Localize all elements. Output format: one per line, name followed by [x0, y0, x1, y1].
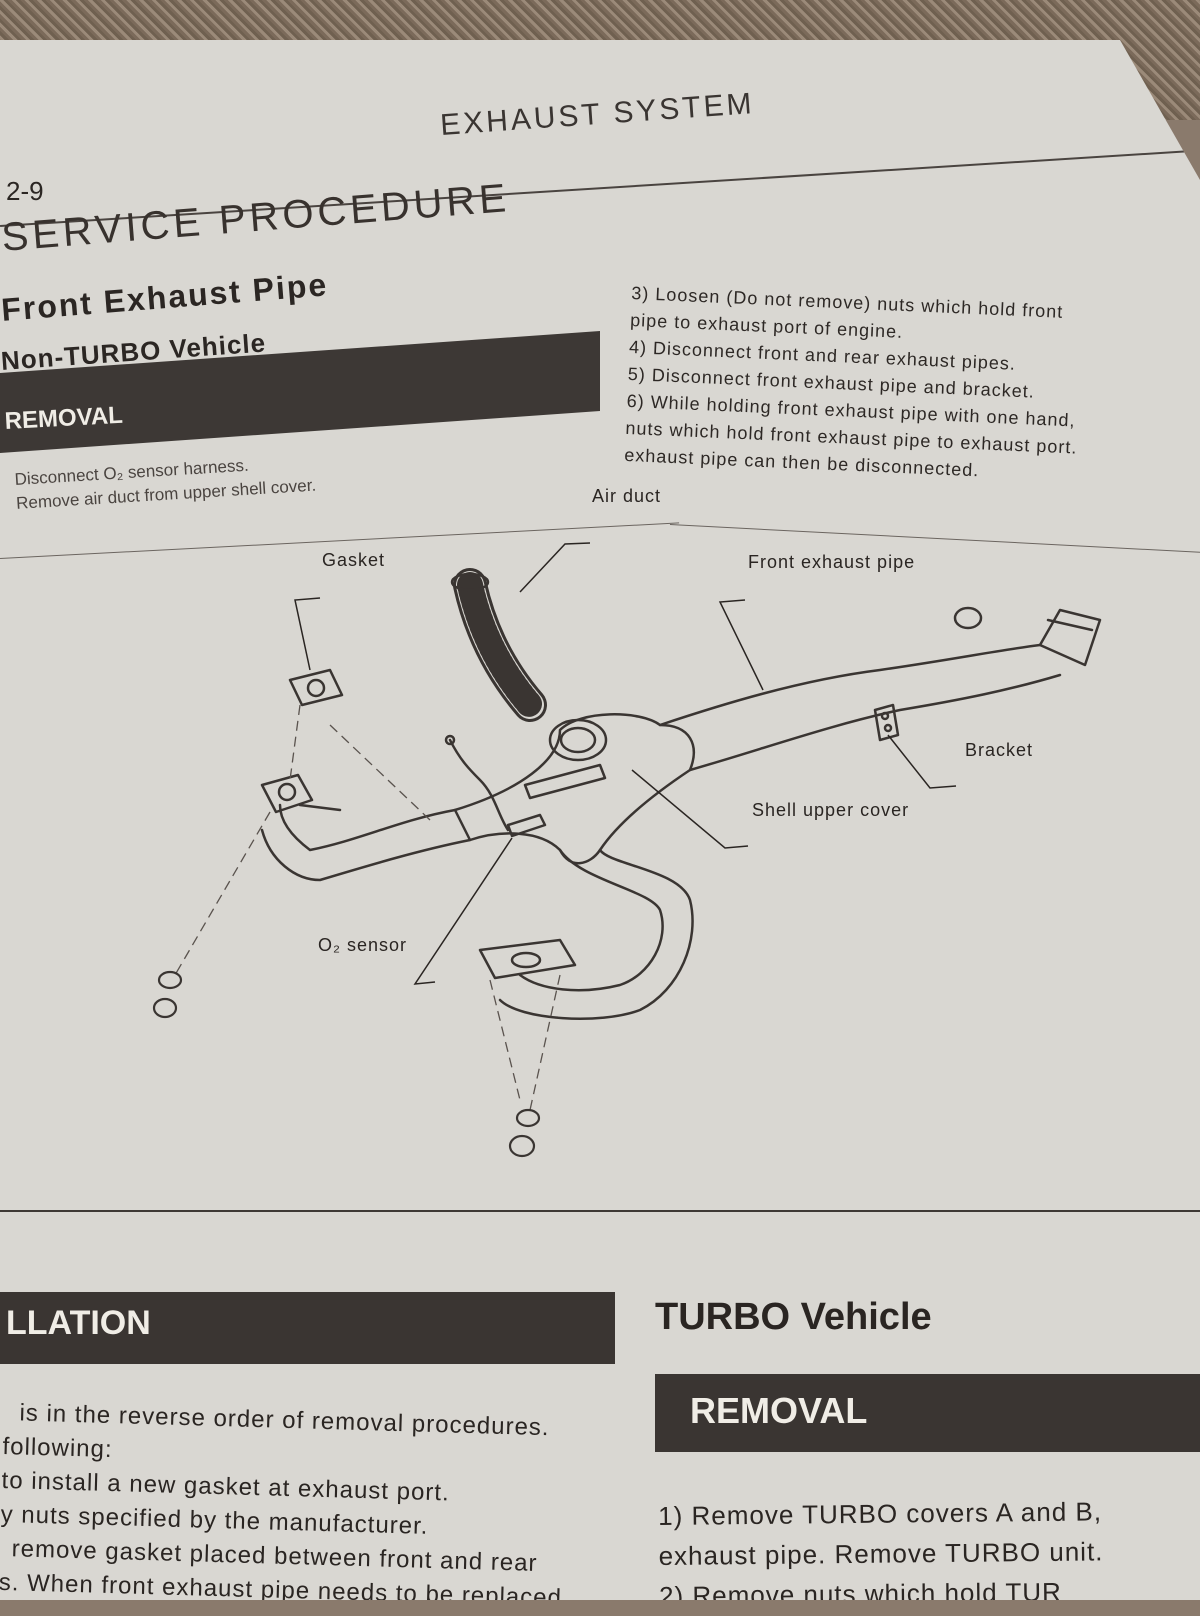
nut-icon [953, 606, 983, 630]
front-exhaust-pipe-title: Front Exhaust Pipe [0, 266, 330, 328]
removal-steps: 3) Loosen (Do not remove) nuts which hol… [624, 280, 1084, 489]
exhaust-flange-icon [260, 773, 314, 814]
bracket-icon [873, 703, 900, 742]
service-procedure-title: SERVICE PROCEDURE [0, 176, 512, 260]
installation-text: is in the reverse order of removal proce… [0, 1396, 575, 1600]
nut-icon [508, 1134, 536, 1158]
front-exhaust-pipe-label: Front exhaust pipe [748, 552, 916, 572]
washer-icon [157, 970, 183, 990]
turbo-vehicle-title: TURBO Vehicle [655, 1296, 932, 1338]
nut-icon [152, 997, 178, 1019]
section-divider [0, 1210, 1200, 1212]
gasket-icon [288, 668, 344, 707]
turbo-removal-heading: REMOVAL [690, 1390, 868, 1431]
turbo-line: exhaust pipe. Remove TURBO unit. [658, 1536, 1104, 1571]
shell-upper-cover-icon [453, 713, 695, 865]
o2-sensor-icon [444, 734, 547, 838]
exhaust-diagram [152, 542, 1102, 1158]
page-number: 2-9 [6, 176, 44, 206]
bracket-label: Bracket [965, 740, 1034, 760]
washer-icon [515, 1108, 541, 1128]
section-title: EXHAUST SYSTEM [439, 87, 756, 142]
left-instructions: Disconnect O₂ sensor harness. Remove air… [14, 450, 317, 516]
turbo-removal-banner [655, 1374, 1200, 1452]
turbo-line: 2) Remove nuts which hold TUR [658, 1576, 1062, 1611]
turbo-line: 1) Remove TURBO covers A and B, [658, 1496, 1103, 1531]
exhaust-flange-icon [478, 938, 577, 980]
air-duct-icon [450, 568, 547, 722]
installation-heading: LLATION [6, 1304, 151, 1342]
air-duct-label: Air duct [592, 486, 662, 506]
manual-page: EXHAUST SYSTEM 2-9 SERVICE PROCEDURE Fro… [0, 40, 1200, 1600]
o2-sensor-label: O₂ sensor [318, 935, 408, 955]
installation-banner [0, 1292, 615, 1364]
turbo-removal-text: 1) Remove TURBO covers A and B, exhaust … [658, 1491, 1104, 1611]
shell-upper-cover-label: Shell upper cover [752, 800, 910, 820]
gasket-label: Gasket [322, 550, 386, 570]
